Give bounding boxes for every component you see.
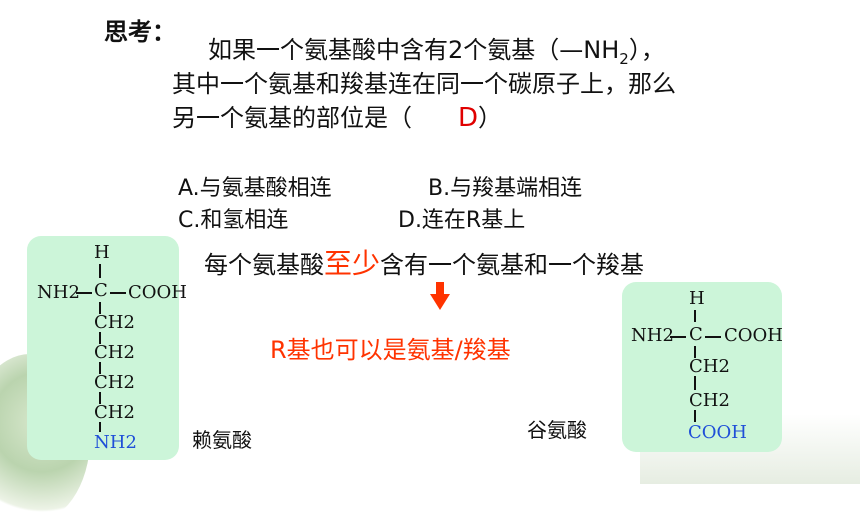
glutamate-bond-left [670,336,686,338]
subscript-2: 2 [619,49,629,68]
lysine-cooh: COOH [128,282,187,303]
glutamate-cooh: COOH [724,325,783,346]
option-d: D.连在R基上 [398,208,526,233]
glutamate-ch2-1: CH2 [689,356,730,377]
lysine-bond-left [76,292,92,294]
slide-title: 思考： [104,18,176,46]
lysine-r-nh2: NH2 [94,432,137,453]
glutamate-bond-right [705,336,721,338]
question-line-1-text: 如果一个氨基酸中含有2个氨基（—NH [208,36,620,64]
glutamate-structure-box [622,282,782,452]
option-b: B.与羧基端相连 [428,176,583,201]
option-a: A.与氨基酸相连 [178,176,332,201]
lysine-structure-box [27,236,179,460]
glutamate-nh2: NH2 [631,325,674,346]
down-arrow-icon [430,282,450,310]
note-at-least-pre: 每个氨基酸 [204,251,324,279]
glutamate-bond-3 [694,410,696,422]
lysine-ch2-1: CH2 [94,312,135,333]
note-at-least-highlight: 至少 [324,247,381,280]
glutamate-label: 谷氨酸 [527,418,587,442]
lysine-ch2-4: CH2 [94,402,135,423]
question-line-1-end: ）， [628,36,665,64]
lysine-bond-4 [99,392,101,404]
lysine-nh2: NH2 [37,282,80,303]
question-line-3-text: 另一个氨基的部位是（ [172,104,412,132]
glutamate-h: H [689,288,705,309]
lysine-h: H [94,242,110,263]
glutamate-c: C [689,324,703,345]
glutamate-bond-2 [694,376,696,390]
glutamate-bond-1 [694,346,696,358]
lysine-bond-1 [99,302,101,314]
glutamate-bond-top [694,310,696,322]
lysine-ch2-2: CH2 [94,342,135,363]
lysine-label: 赖氨酸 [192,428,252,452]
note-at-least: 每个氨基酸至少含有一个氨基和一个羧基 [204,242,644,282]
lysine-c: C [94,280,108,301]
lysine-bond-right [110,292,126,294]
glutamate-ch2-2: CH2 [689,390,730,411]
lysine-bond-top [99,264,101,278]
option-c: C.和氢相连 [178,208,289,233]
question-line-2: 其中一个氨基和羧基连在同一个碳原子上，那么 [172,70,676,98]
answer-letter: D [458,103,479,133]
glutamate-r-cooh: COOH [688,422,747,443]
question-line-3: 另一个氨基的部位是（ D） [172,98,502,133]
note-at-least-post: 含有一个氨基和一个羧基 [380,251,645,279]
lysine-ch2-3: CH2 [94,372,135,393]
question-line-1: 如果一个氨基酸中含有2个氨基（—NH2）， [208,30,665,68]
note-r-group: R基也可以是氨基/羧基 [270,336,511,364]
question-line-3-end: ） [478,104,503,132]
lysine-bond-5 [99,422,101,432]
lysine-bond-2 [99,332,101,344]
lysine-bond-3 [99,362,101,374]
